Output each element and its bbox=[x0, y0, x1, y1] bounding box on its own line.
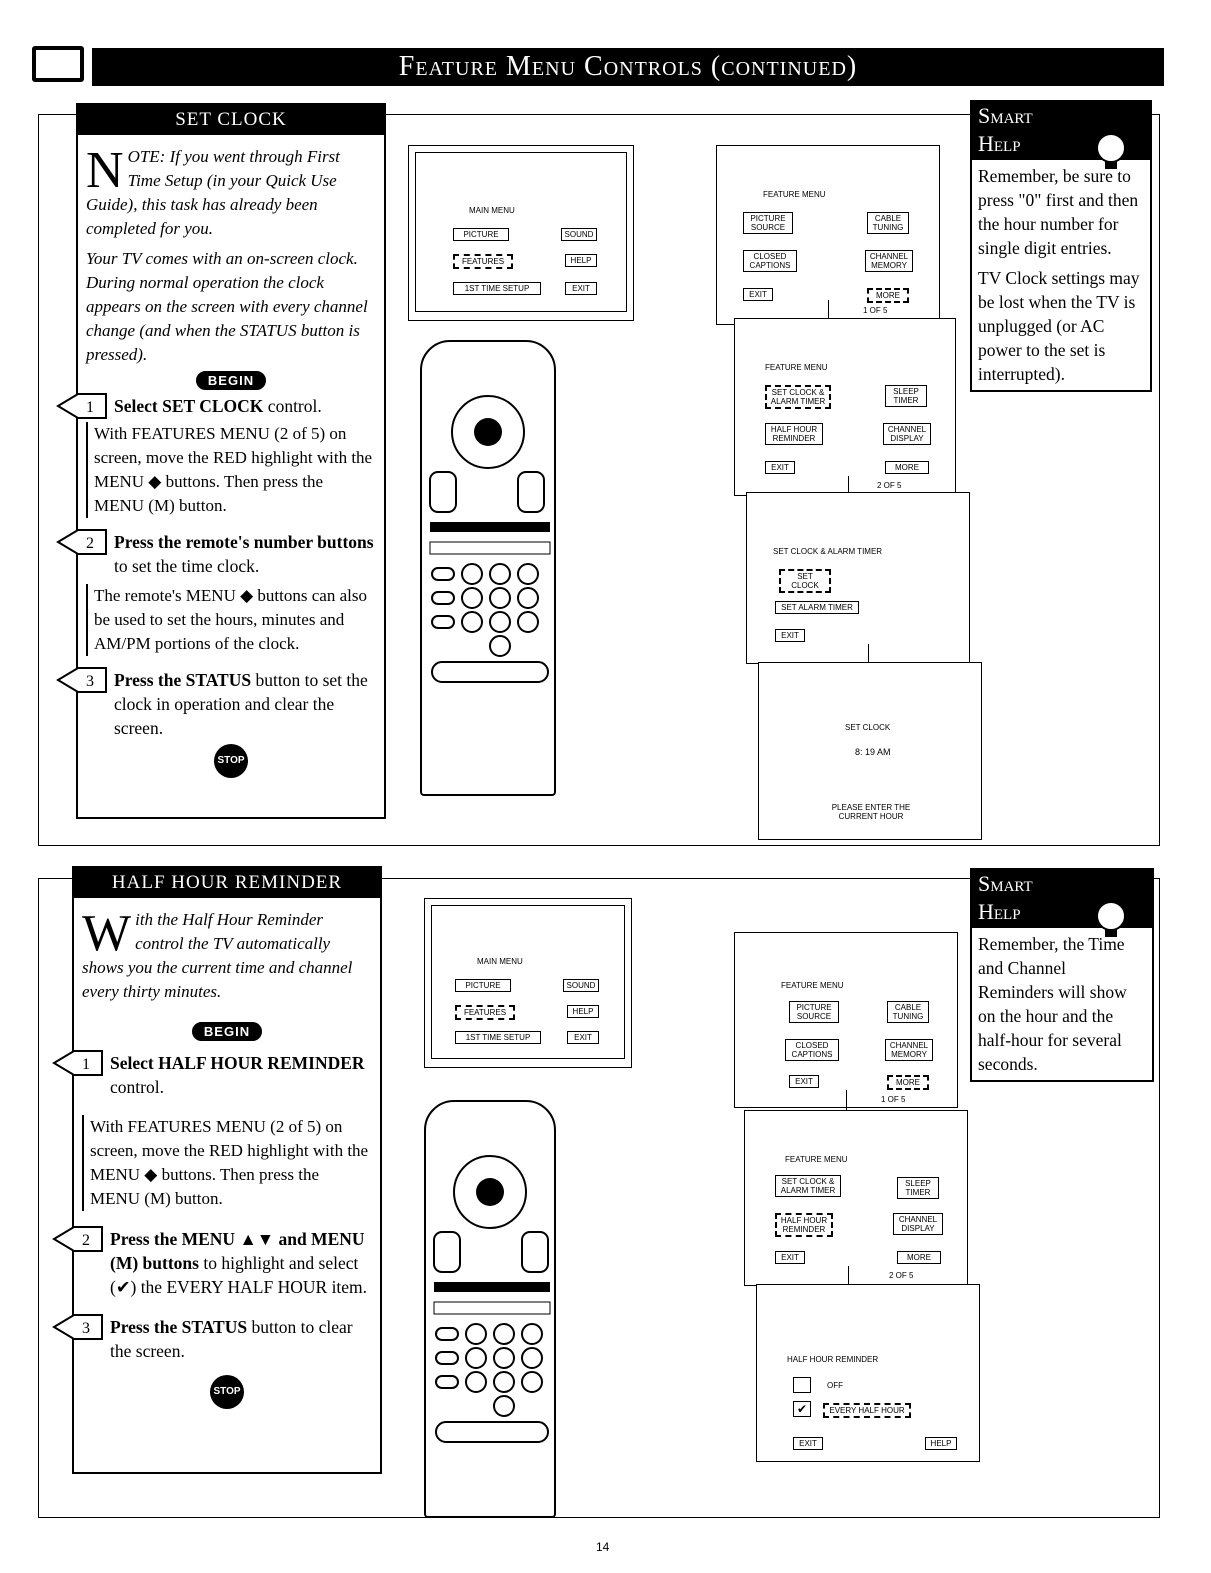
lightbulb-icon bbox=[1096, 901, 1126, 937]
menu-picture: PICTURE bbox=[453, 228, 509, 241]
screen-main-menu-2: MAIN MENU PICTURE SOUND FEATURES HELP 1S… bbox=[424, 898, 632, 1068]
svg-text:3: 3 bbox=[86, 673, 94, 690]
set-clock-section-frame bbox=[38, 114, 1160, 846]
stop-icon: STOP bbox=[214, 744, 248, 778]
set-clock-step-1-body: With FEATURES MENU (2 of 5) on screen, m… bbox=[86, 422, 376, 518]
stop-icon: STOP bbox=[210, 1375, 244, 1409]
half-hour-heading: HALF HOUR REMINDER bbox=[74, 866, 380, 898]
step-2-arrow-icon: 2 bbox=[52, 1226, 103, 1252]
screen-feature-menu-page1: FEATURE MENU PICTURE SOURCE CABLE TUNING… bbox=[716, 145, 940, 325]
half-hour-step-2: 2 Press the MENU ▲▼ and MENU (M) buttons… bbox=[52, 1226, 372, 1299]
half-hour-step-1: 1 Select HALF HOUR REMINDER control. bbox=[52, 1050, 372, 1099]
note-text: OTE: If you went through First Time Setu… bbox=[86, 147, 340, 238]
step-1-arrow-icon: 1 bbox=[52, 1050, 103, 1076]
svg-text:1: 1 bbox=[86, 399, 94, 416]
half-hour-section-frame bbox=[38, 878, 1160, 1518]
set-clock-step-1: 1 Select SET CLOCK control. bbox=[56, 393, 376, 419]
set-clock-heading: SET CLOCK bbox=[78, 103, 384, 135]
remote-control-1 bbox=[420, 340, 556, 796]
half-hour-step-1-body: With FEATURES MENU (2 of 5) on screen, m… bbox=[82, 1115, 372, 1211]
step-3-arrow-icon: 3 bbox=[56, 667, 107, 693]
remote-illustration-icon bbox=[433, 1155, 551, 1443]
screen-set-clock-alarm: SET CLOCK & ALARM TIMER SET CLOCK SET AL… bbox=[746, 492, 970, 664]
svg-text:3: 3 bbox=[82, 1320, 90, 1337]
menu-exit: EXIT bbox=[565, 282, 597, 295]
begin-badge: BEGIN bbox=[86, 371, 376, 390]
remote-control-2 bbox=[424, 1100, 556, 1518]
lightbulb-icon bbox=[1096, 133, 1126, 169]
menu-first-setup: 1ST TIME SETUP bbox=[453, 282, 541, 295]
svg-text:1: 1 bbox=[82, 1056, 90, 1073]
every-checkbox-check-icon: ✔ bbox=[793, 1401, 811, 1417]
screen-main-menu-1: MAIN MENU PICTURE SOUND FEATURES HELP 1S… bbox=[408, 145, 634, 321]
screen-set-clock: SET CLOCK 8: 19 AM PLEASE ENTER THE CURR… bbox=[758, 662, 982, 840]
half-hour-step-3: 3 Press the STATUS button to clear the s… bbox=[52, 1314, 372, 1363]
set-clock-step-2-body: The remote's MENU ◆ buttons can also be … bbox=[86, 584, 376, 656]
screen-feature-menu-page2: FEATURE MENU SET CLOCK & ALARM TIMER SLE… bbox=[734, 318, 956, 496]
step-1-arrow-icon: 1 bbox=[56, 393, 107, 419]
set-clock-step-2: 2 Press the remote's number buttons to s… bbox=[56, 529, 376, 578]
page-title: Feature Menu Controls (continued) bbox=[92, 48, 1164, 86]
note-drop-cap: N bbox=[86, 142, 124, 199]
main-menu-title: MAIN MENU bbox=[469, 206, 515, 215]
step-3-arrow-icon: 3 bbox=[52, 1314, 103, 1340]
step-2-arrow-icon: 2 bbox=[56, 529, 107, 555]
screen-feature-menu-page2-b: FEATURE MENU SET CLOCK & ALARM TIMER SLE… bbox=[744, 1110, 968, 1286]
menu-features: FEATURES bbox=[453, 254, 513, 269]
screen-half-hour-reminder: HALF HOUR REMINDER OFF ✔ EVERY HALF HOUR… bbox=[756, 1284, 980, 1462]
off-checkbox bbox=[793, 1377, 811, 1393]
menu-help: HELP bbox=[565, 254, 597, 267]
page-number: 14 bbox=[596, 1540, 610, 1554]
set-clock-step-3: 3 Press the STATUS button to set the clo… bbox=[56, 667, 376, 740]
smart-help-body: Remember, the Time and Channel Reminders… bbox=[970, 928, 1154, 1082]
smart-help-body: Remember, be sure to press "0" first and… bbox=[970, 160, 1152, 392]
svg-text:2: 2 bbox=[86, 535, 94, 552]
menu-sound: SOUND bbox=[561, 228, 597, 241]
remote-illustration-icon bbox=[429, 395, 551, 683]
svg-text:2: 2 bbox=[82, 1232, 90, 1249]
header-box-icon bbox=[32, 46, 84, 82]
set-clock-intro: Your TV comes with an on-screen clock. D… bbox=[86, 249, 368, 364]
screen-feature-menu-page1-b: FEATURE MENU PICTURE SOURCE CABLE TUNING… bbox=[734, 932, 958, 1108]
begin-badge: BEGIN bbox=[82, 1022, 372, 1041]
